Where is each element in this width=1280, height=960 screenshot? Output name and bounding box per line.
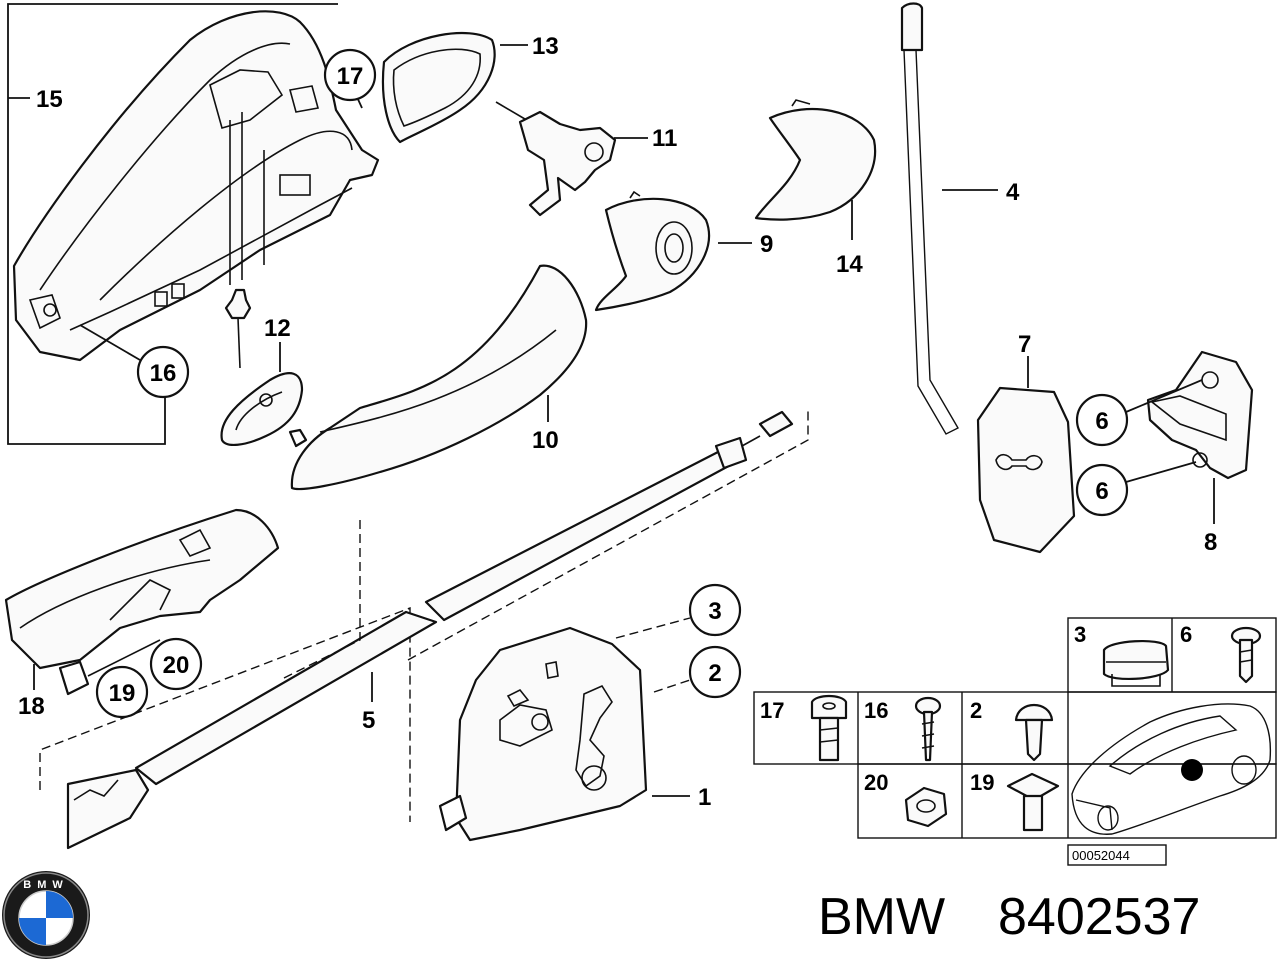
part-5-drawing: 5 bbox=[39, 408, 809, 850]
clip-19-illustration bbox=[1006, 772, 1060, 832]
callout-11: 11 bbox=[652, 125, 677, 152]
caption: BMW 8402537 bbox=[818, 888, 1200, 946]
part-7-drawing: 7 bbox=[976, 331, 1076, 554]
callout-2: 2 bbox=[708, 660, 721, 687]
callout-14: 14 bbox=[836, 251, 863, 278]
callout-6a: 6 bbox=[1095, 408, 1108, 435]
nut-20-illustration bbox=[904, 786, 948, 828]
table-header-16: 16 bbox=[864, 698, 888, 723]
callout-16: 16 bbox=[150, 360, 177, 387]
screw-2-illustration bbox=[1014, 704, 1054, 762]
callout-20: 20 bbox=[163, 652, 190, 679]
callout-6b: 6 bbox=[1095, 478, 1108, 505]
table-header-3: 3 bbox=[1074, 622, 1086, 647]
part-15-bracket: 15 bbox=[7, 3, 338, 445]
callout-17-group: 17 bbox=[323, 48, 377, 109]
diagram-code-box: 00052044 bbox=[1067, 844, 1167, 866]
part-14-drawing: 14 bbox=[754, 99, 877, 278]
table-header-17: 17 bbox=[760, 698, 784, 723]
diagram-code: 00052044 bbox=[1072, 848, 1130, 863]
callout-6b-group: 6 bbox=[1075, 461, 1197, 517]
part-9-drawing: 9 bbox=[594, 190, 773, 312]
callout-19: 19 bbox=[109, 680, 136, 707]
callout-3-group: 3 bbox=[615, 583, 742, 639]
callout-13: 13 bbox=[532, 33, 559, 60]
table-header-2: 2 bbox=[970, 698, 982, 723]
callout-1: 1 bbox=[698, 784, 711, 811]
callout-5: 5 bbox=[362, 707, 375, 734]
screw-16-illustration bbox=[914, 696, 942, 762]
handle-carrier-drawing bbox=[12, 10, 380, 362]
callout-9: 9 bbox=[760, 231, 773, 258]
location-marker-icon bbox=[1181, 759, 1203, 781]
callout-2-group: 2 bbox=[653, 645, 742, 699]
caption-part-number: 8402537 bbox=[998, 888, 1200, 946]
caption-brand: BMW bbox=[818, 888, 945, 946]
callout-10: 10 bbox=[532, 427, 559, 454]
bolt-17-illustration bbox=[810, 694, 848, 762]
screw-6-illustration bbox=[1230, 626, 1262, 684]
callout-16-group: 16 bbox=[79, 324, 190, 399]
table-header-6: 6 bbox=[1180, 622, 1192, 647]
callout-17: 17 bbox=[337, 63, 364, 90]
car-location-illustration bbox=[1071, 703, 1272, 835]
callout-20-group: 20 bbox=[149, 637, 203, 691]
callout-19-group: 19 bbox=[95, 665, 149, 719]
callout-3: 3 bbox=[708, 598, 721, 625]
part-13-drawing: 13 bbox=[381, 31, 559, 144]
callout-4: 4 bbox=[1006, 179, 1020, 206]
part-18-drawing: 18 bbox=[4, 508, 361, 720]
bmw-logo: BMW bbox=[2, 871, 90, 959]
table-header-19: 19 bbox=[970, 770, 994, 795]
callout-7: 7 bbox=[1018, 331, 1031, 358]
part-10-drawing: 10 bbox=[288, 264, 588, 491]
table-header-20: 20 bbox=[864, 770, 888, 795]
part-12-drawing: 12 bbox=[220, 288, 304, 446]
callout-8: 8 bbox=[1204, 529, 1217, 556]
clip-3-illustration bbox=[1102, 639, 1170, 687]
part-11-drawing: 11 bbox=[495, 101, 677, 217]
logo-letters: BMW bbox=[23, 879, 69, 891]
part-1-drawing: 1 bbox=[438, 626, 711, 842]
callout-15: 15 bbox=[36, 86, 63, 113]
hardware-table: 3 6 17 16 2 20 19 bbox=[753, 617, 1277, 839]
part-4-drawing: 4 bbox=[900, 2, 1020, 435]
callout-12: 12 bbox=[264, 315, 291, 342]
callout-18: 18 bbox=[18, 693, 45, 720]
part-8-drawing: 8 bbox=[1146, 350, 1254, 556]
callout-6a-group: 6 bbox=[1075, 379, 1203, 447]
